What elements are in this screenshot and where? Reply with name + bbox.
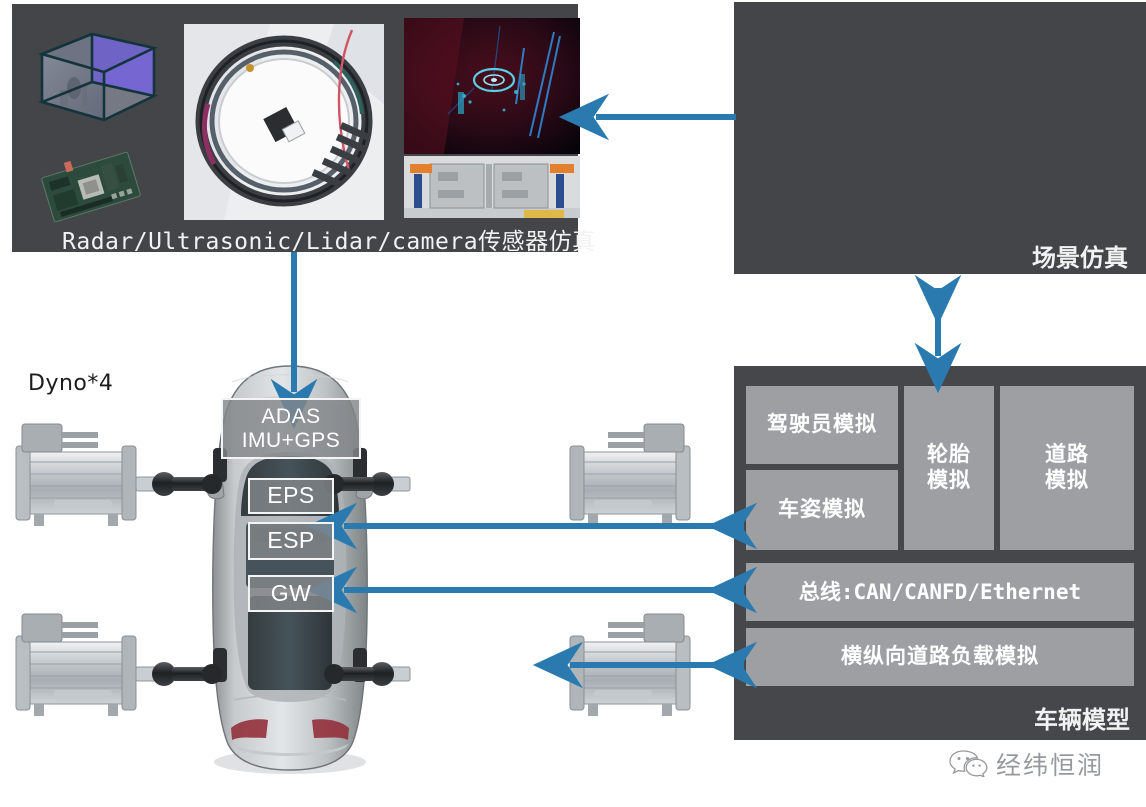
drive-shaft-rear-left — [135, 662, 222, 686]
sensor-hardware-rack — [404, 156, 580, 218]
sensor-simulation-panel: Radar/Ultrasonic/Lidar/camera传感器仿真 — [12, 4, 595, 255]
dyno-count-label: Dyno*4 — [28, 371, 114, 396]
sensor-panel-label: Radar/Ultrasonic/Lidar/camera传感器仿真 — [62, 229, 596, 255]
scene-panel-label: 场景仿真 — [1032, 245, 1128, 272]
lidar-pointcloud — [404, 18, 580, 154]
anechoic-chamber-render — [34, 18, 162, 138]
tire-simulation-box[interactable]: 轮胎 模拟 — [904, 386, 994, 550]
drive-shaft-front-left — [135, 472, 222, 496]
vehicle-posture-simulation-box[interactable]: 车姿模拟 — [746, 470, 898, 550]
ecu-label-esp[interactable]: ESP — [248, 522, 334, 560]
scene-simulation-panel: 场景仿真 — [734, 2, 1146, 274]
drive-shaft-rear-right — [324, 662, 411, 686]
watermark-text: 经纬恒润 — [996, 752, 1105, 780]
dyno-rear-left — [15, 613, 222, 716]
wechat-icon — [948, 747, 988, 782]
ecu-label-gw[interactable]: GW — [248, 575, 334, 612]
ecu-label-eps[interactable]: EPS — [248, 478, 334, 514]
road-simulation-box[interactable]: 道路 模拟 — [1000, 386, 1134, 550]
sensor-ecu-board — [36, 144, 146, 230]
driver-simulation-box[interactable]: 驾驶员模拟 — [746, 386, 898, 464]
dyno-front-left — [15, 423, 222, 526]
ecu-label-adas[interactable]: ADAS IMU+GPS — [221, 398, 361, 459]
drive-shaft-front-right — [324, 472, 411, 496]
lidar-ring-photo — [184, 24, 384, 220]
vehicle-model-panel-label: 车辆模型 — [1034, 707, 1130, 734]
watermark: 经纬恒润 — [948, 746, 1104, 782]
dyno-front-right — [324, 423, 691, 526]
longitudinal-lateral-road-load-box[interactable]: 横纵向道路负载模拟 — [746, 628, 1134, 686]
dyno-rear-right — [324, 613, 691, 716]
bus-can-canfd-ethernet-box[interactable]: 总线:CAN/CANFD/Ethernet — [746, 563, 1134, 621]
